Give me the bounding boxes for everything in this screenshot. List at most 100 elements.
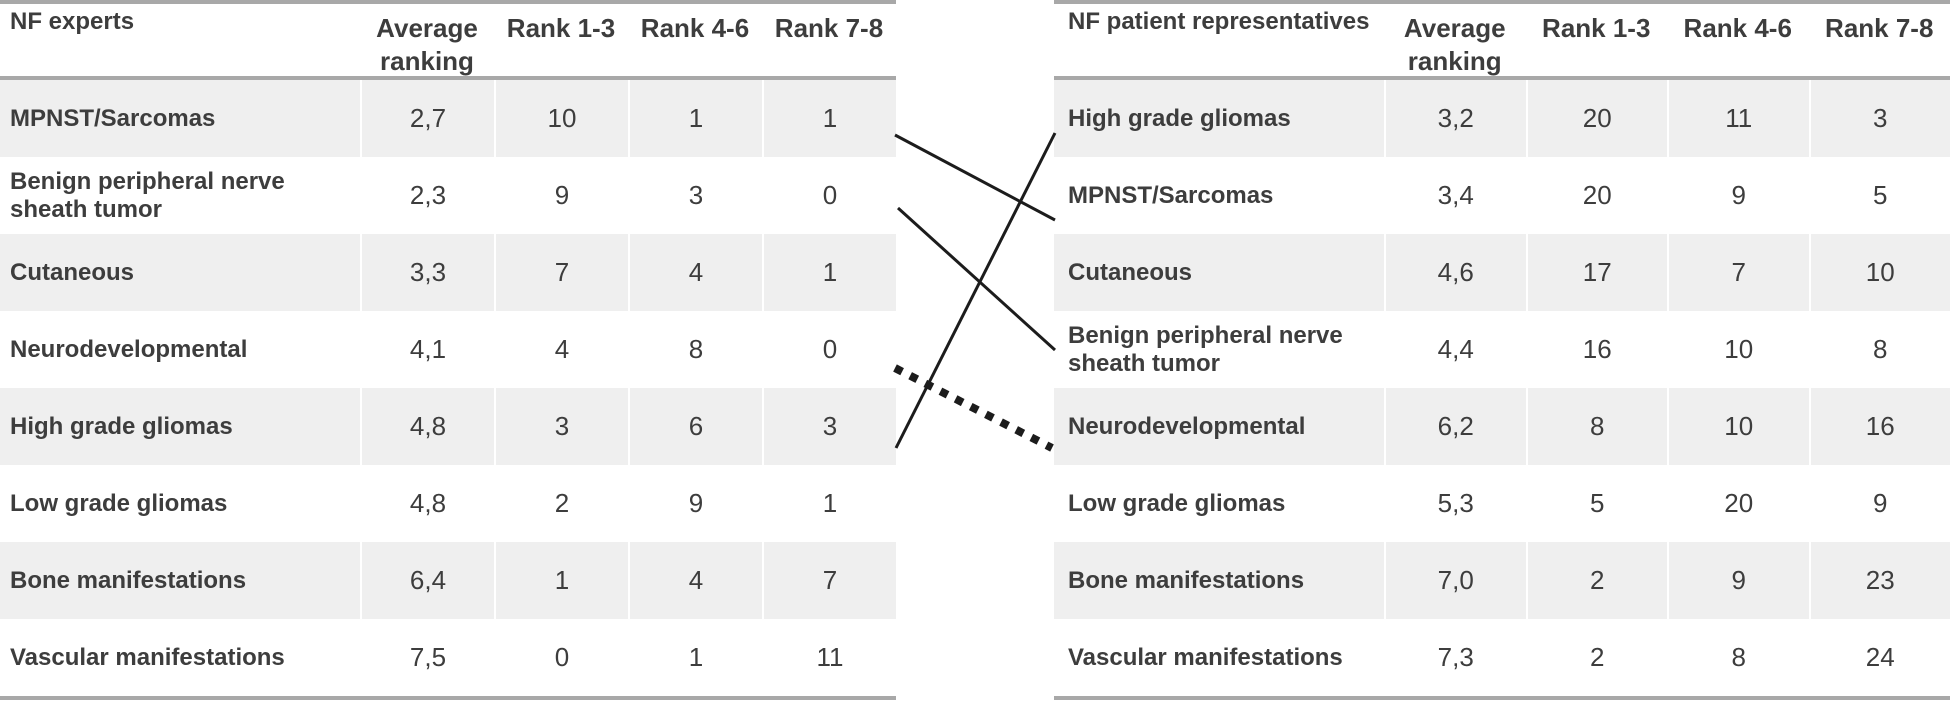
rank-4-6-value: 9: [1667, 542, 1809, 619]
rank-7-8-value: 10: [1808, 234, 1950, 311]
rank-7-8-value: 1: [762, 80, 896, 157]
rank-1-3-value: 7: [494, 234, 628, 311]
row-label: Neurodevelopmental: [1068, 412, 1306, 440]
rank-1-3-value: 20: [1525, 157, 1668, 234]
row-label: High grade gliomas: [1068, 104, 1291, 132]
connector-mpnst-sarcomas-line: [894, 133, 1056, 222]
average-ranking-value: 5,3: [1384, 465, 1526, 542]
rank-1-3-value: 5: [1525, 465, 1668, 542]
rank-7-8-value: 8: [1808, 311, 1950, 388]
rank-7-8-value: 9: [1808, 465, 1950, 542]
connector-neurodevelopmental-dotted-line: [893, 364, 1054, 452]
connector-benign-pnst-line: [896, 206, 1057, 352]
row-label: Cutaneous: [1068, 258, 1193, 286]
rank-4-6-value: 10: [1667, 388, 1809, 465]
column-header-rank-1-3: Rank 1-3: [1542, 13, 1651, 43]
row-label: Low grade gliomas: [10, 489, 228, 517]
row-label: High grade gliomas: [10, 412, 233, 440]
rank-1-3-value: 2: [1525, 619, 1668, 696]
rank-4-6-value: 6: [628, 388, 762, 465]
average-ranking-value: 4,6: [1384, 234, 1526, 311]
rank-7-8-value: 24: [1808, 619, 1950, 696]
row-label: Vascular manifestations: [1068, 643, 1343, 671]
rank-1-3-value: 20: [1525, 80, 1668, 157]
rank-4-6-value: 10: [1667, 311, 1809, 388]
rank-7-8-value: 7: [762, 542, 896, 619]
rank-7-8-value: 0: [762, 157, 896, 234]
rank-4-6-value: 20: [1667, 465, 1809, 542]
average-ranking-value: 4,4: [1384, 311, 1526, 388]
average-ranking-value: 7,5: [360, 619, 494, 696]
rank-7-8-value: 3: [1808, 80, 1950, 157]
average-ranking-value: 3,4: [1384, 157, 1526, 234]
rank-1-3-value: 8: [1525, 388, 1668, 465]
rank-4-6-value: 9: [628, 465, 762, 542]
rank-1-3-value: 4: [494, 311, 628, 388]
row-label: Vascular manifestations: [10, 643, 285, 671]
table-top-border: [0, 0, 896, 4]
average-ranking-value: 4,8: [360, 388, 494, 465]
column-header-average-ranking: Average ranking: [1403, 13, 1506, 76]
row-label: Benign peripheral nerve sheath tumor: [10, 167, 285, 223]
rank-4-6-value: 7: [1667, 234, 1809, 311]
rank-4-6-value: 4: [628, 234, 762, 311]
row-label: Cutaneous: [10, 258, 135, 286]
rank-1-3-value: 1: [494, 542, 628, 619]
column-header-rank-4-6: Rank 4-6: [640, 13, 750, 43]
rank-7-8-value: 23: [1808, 542, 1950, 619]
average-ranking-value: 3,2: [1384, 80, 1526, 157]
rank-4-6-value: 4: [628, 542, 762, 619]
row-label: MPNST/Sarcomas: [10, 104, 216, 132]
rank-1-3-value: 2: [494, 465, 628, 542]
rank-7-8-value: 5: [1808, 157, 1950, 234]
rank-1-3-value: 3: [494, 388, 628, 465]
average-ranking-value: 4,1: [360, 311, 494, 388]
connector-high-grade-gliomas-line: [894, 132, 1057, 449]
table-title: NF patient representatives: [1068, 8, 1370, 35]
column-header-rank-7-8: Rank 7-8: [774, 13, 884, 43]
column-header-average-ranking: Average ranking: [376, 13, 478, 76]
table-header-row: NF experts Average ranking Rank 1-3 Rank…: [0, 4, 896, 80]
row-label: Benign peripheral nerve sheath tumor: [1068, 321, 1343, 377]
rank-7-8-value: 0: [762, 311, 896, 388]
column-header-rank-7-8: Rank 7-8: [1825, 13, 1934, 43]
rank-1-3-value: 0: [494, 619, 628, 696]
row-label: MPNST/Sarcomas: [1068, 181, 1274, 209]
rank-7-8-value: 11: [762, 619, 896, 696]
rank-4-6-value: 8: [628, 311, 762, 388]
rank-1-3-value: 16: [1525, 311, 1668, 388]
average-ranking-value: 3,3: [360, 234, 494, 311]
rank-4-6-value: 1: [628, 619, 762, 696]
nf-patient-representatives-table: NF patient representatives Average ranki…: [1054, 0, 1950, 700]
table-bottom-border: [1054, 696, 1950, 700]
row-label: Neurodevelopmental: [10, 335, 248, 363]
rank-7-8-value: 1: [762, 234, 896, 311]
rank-1-3-value: 9: [494, 157, 628, 234]
rank-1-3-value: 2: [1525, 542, 1668, 619]
nf-experts-table: NF experts Average ranking Rank 1-3 Rank…: [0, 0, 896, 700]
average-ranking-value: 6,2: [1384, 388, 1526, 465]
row-label: Bone manifestations: [1068, 566, 1305, 594]
rank-4-6-value: 1: [628, 80, 762, 157]
table-title: NF experts: [10, 8, 135, 35]
average-ranking-value: 6,4: [360, 542, 494, 619]
average-ranking-value: 2,7: [360, 80, 494, 157]
column-header-rank-1-3: Rank 1-3: [506, 13, 616, 43]
row-label: Low grade gliomas: [1068, 489, 1286, 517]
